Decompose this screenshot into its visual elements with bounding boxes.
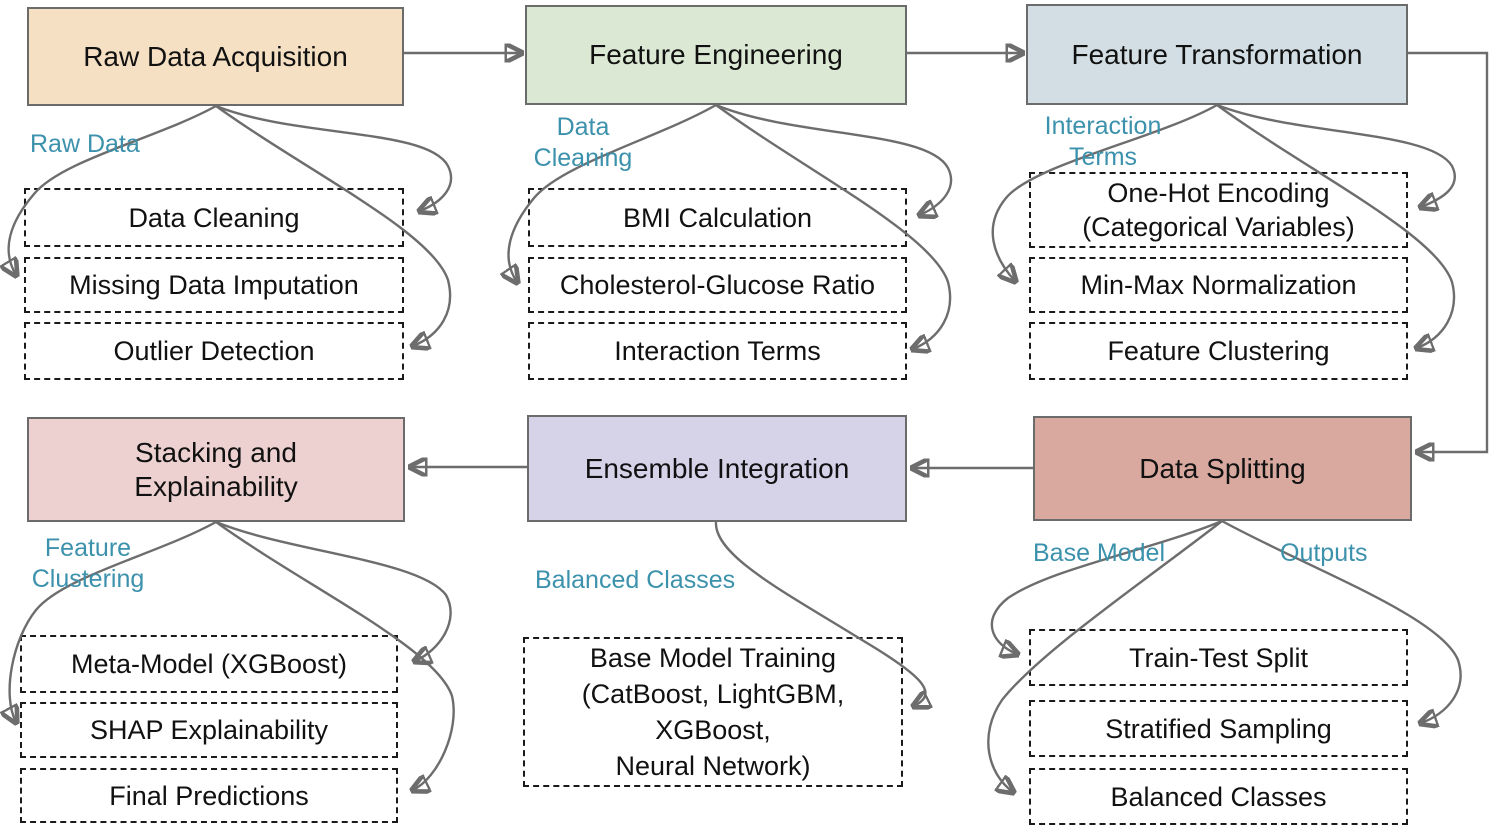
substep-label: Outlier Detection xyxy=(113,336,315,366)
edge-label-balanced-classes: Balanced Classes xyxy=(535,566,736,594)
substep-outlier-detection: Outlier Detection xyxy=(24,322,404,380)
substep-label: Missing Data Imputation xyxy=(69,270,359,300)
substep-shap-explainability: SHAP Explainability xyxy=(20,702,398,758)
substep-train-test-split: Train-Test Split xyxy=(1029,629,1408,686)
stage-stacking-and-explainability: Stacking and Explainability xyxy=(27,417,405,522)
stage-title-data-splitting: Data Splitting xyxy=(1139,452,1306,484)
edge-label-raw-data: Raw Data xyxy=(30,130,140,158)
substep-label: Feature Clustering xyxy=(1107,336,1330,366)
edge-label-feature-clustering: Feature Clustering xyxy=(31,534,145,593)
substep-label: Cholesterol-Glucose Ratio xyxy=(559,270,876,300)
stage-data-splitting: Data Splitting xyxy=(1033,416,1412,521)
stage-raw-data-acquisition: Raw Data Acquisition xyxy=(27,7,404,106)
substep-label: Stratified Sampling xyxy=(1105,713,1332,744)
arrow-feature-transformation-to-data-splitting xyxy=(1408,51,1489,452)
edge-label-base-model: Base Model xyxy=(1033,539,1166,567)
substep-stratified-sampling: Stratified Sampling xyxy=(1029,700,1408,757)
substep-one-hot-encoding: One-Hot Encoding (Categorical Variables) xyxy=(1029,172,1408,248)
substep-label: Final Predictions xyxy=(109,780,309,811)
edge-label-data-cleaning: Data Cleaning xyxy=(533,113,633,172)
substep-label: One-Hot Encoding (Categorical Variables) xyxy=(1082,178,1355,242)
substep-missing-data-imputation: Missing Data Imputation xyxy=(24,257,404,313)
substep-label: Train-Test Split xyxy=(1128,642,1309,673)
edge-label-interaction-terms: Interaction Terms xyxy=(1044,112,1162,171)
substep-label: Balanced Classes xyxy=(1110,781,1327,812)
substep-min-max-normalization: Min-Max Normalization xyxy=(1029,257,1408,313)
substep-data-cleaning: Data Cleaning xyxy=(24,188,404,247)
substep-label: Meta-Model (XGBoost) xyxy=(70,649,348,679)
stage-title-raw-data-acquisition: Raw Data Acquisition xyxy=(83,40,348,72)
substep-final-predictions: Final Predictions xyxy=(20,768,398,823)
stage-feature-engineering: Feature Engineering xyxy=(525,5,907,105)
substep-interaction-terms: Interaction Terms xyxy=(528,322,907,380)
stage-title-ensemble-integration: Ensemble Integration xyxy=(584,452,850,484)
substep-bmi-calculation: BMI Calculation xyxy=(528,188,907,247)
substep-feature-clustering: Feature Clustering xyxy=(1029,322,1408,380)
substep-label: Base Model Training (CatBoost, LightGBM,… xyxy=(581,643,845,781)
substep-cholesterol-glucose-ratio: Cholesterol-Glucose Ratio xyxy=(528,257,907,313)
substep-label: Data Cleaning xyxy=(128,202,300,233)
stage-title-feature-engineering: Feature Engineering xyxy=(589,39,843,70)
substep-label: SHAP Explainability xyxy=(89,715,329,745)
stage-ensemble-integration: Ensemble Integration xyxy=(527,415,907,522)
edge-label-outputs: Outputs xyxy=(1280,539,1368,567)
stage-title-feature-transformation: Feature Transformation xyxy=(1071,38,1363,70)
substep-label: Interaction Terms xyxy=(614,336,821,366)
stage-feature-transformation: Feature Transformation xyxy=(1026,4,1408,105)
substep-meta-model-xgboost: Meta-Model (XGBoost) xyxy=(20,635,398,693)
substep-label: Min-Max Normalization xyxy=(1080,270,1357,300)
stage-title-stacking-and-explainability: Stacking and Explainability xyxy=(134,436,298,502)
substep-label: BMI Calculation xyxy=(622,202,813,233)
substep-balanced-classes: Balanced Classes xyxy=(1029,768,1408,825)
substep-base-model-training: Base Model Training (CatBoost, LightGBM,… xyxy=(523,637,903,787)
